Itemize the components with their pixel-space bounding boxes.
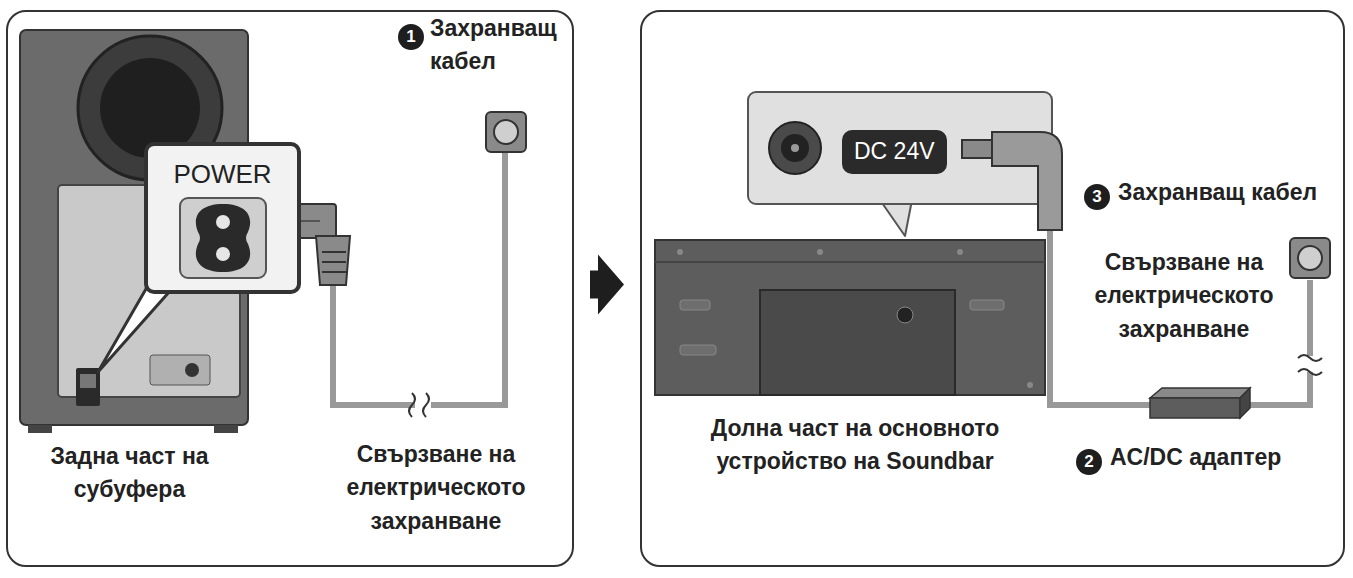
step-arrow — [590, 255, 624, 315]
ac-dc-adapter — [1150, 388, 1250, 418]
power-cable — [296, 152, 505, 417]
port-label: POWER — [148, 156, 297, 194]
port-label: DC 24V — [854, 135, 935, 168]
dc-label-pill: DC 24V — [842, 130, 947, 174]
power-inset: POWER — [144, 142, 301, 294]
soundbar-bottom — [655, 240, 1045, 395]
callout-number: 1 — [398, 24, 424, 50]
callout-number: 3 — [1084, 184, 1110, 210]
wall-outlet — [1290, 238, 1330, 278]
part-label: Свързване на електрическото захранване — [1086, 246, 1282, 346]
part-label: Захранващ кабел — [430, 12, 570, 79]
callout-number: 2 — [1076, 449, 1102, 475]
part-label: Свързване на електрическото захранване — [322, 438, 550, 538]
panel-caption: Долна част на основното устройство на So… — [710, 412, 1000, 479]
part-label: Захранващ кабел — [1118, 176, 1340, 209]
wall-outlet — [486, 112, 526, 152]
dc-cable — [962, 132, 1322, 405]
part-label: AC/DC адаптер — [1110, 441, 1330, 474]
panel-caption: Задна част на субуфера — [22, 440, 237, 507]
